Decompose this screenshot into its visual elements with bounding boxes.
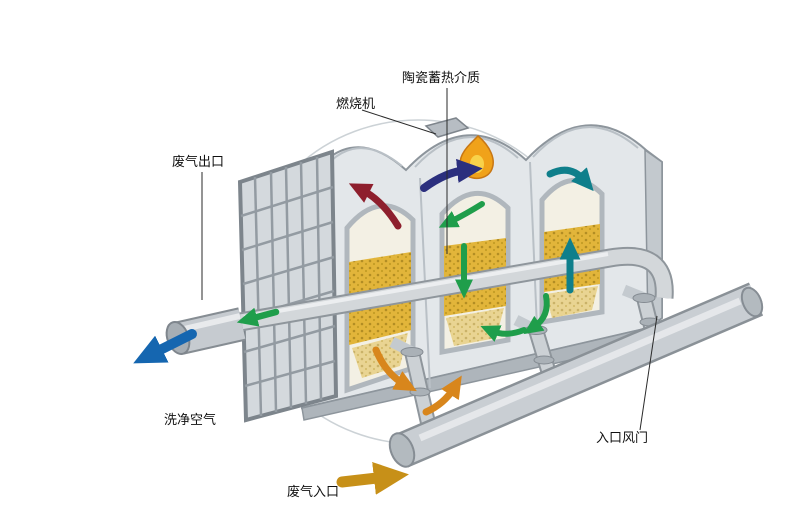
outlet-cylinder <box>165 307 246 355</box>
flow-arrow-green-outlet-pipe <box>236 307 280 327</box>
label-clean-air: 洗净空气 <box>164 412 216 428</box>
flow-arrow-maroon-up-left <box>348 183 402 230</box>
flow-arrow-green-left <box>480 325 527 342</box>
flow-arrow-orange-hopper <box>372 346 417 392</box>
flow-arrow-teal-top-right <box>546 166 594 192</box>
flow-arrow-green-top <box>438 201 485 228</box>
label-burner: 燃烧机 <box>336 96 375 112</box>
roof-rib-3 <box>532 126 639 158</box>
leader-inlet-damper <box>639 315 658 431</box>
flow-arrow-green-curve <box>523 293 550 335</box>
flow-arrow-orange-riser <box>422 375 462 416</box>
outlet-pipe <box>238 246 674 332</box>
flow-arrow-navy-to-burner <box>420 158 483 192</box>
leader-burner <box>361 109 437 135</box>
label-exhaust-inlet: 废气入口 <box>287 484 339 500</box>
label-exhaust-outlet: 废气出口 <box>172 154 224 170</box>
roof-rib-2 <box>414 136 519 168</box>
inlet-manifold-pipe <box>388 282 764 468</box>
leader-lines <box>201 88 658 431</box>
label-inlet-damper: 入口风门 <box>596 431 648 446</box>
label-ceramic-media: 陶瓷蓄热介质 <box>402 70 480 86</box>
lattice-panel <box>237 149 339 423</box>
flow-arrow-blue-clean-air-out <box>133 329 197 364</box>
flow-arrow-gold-waste-gas-in <box>336 461 409 495</box>
